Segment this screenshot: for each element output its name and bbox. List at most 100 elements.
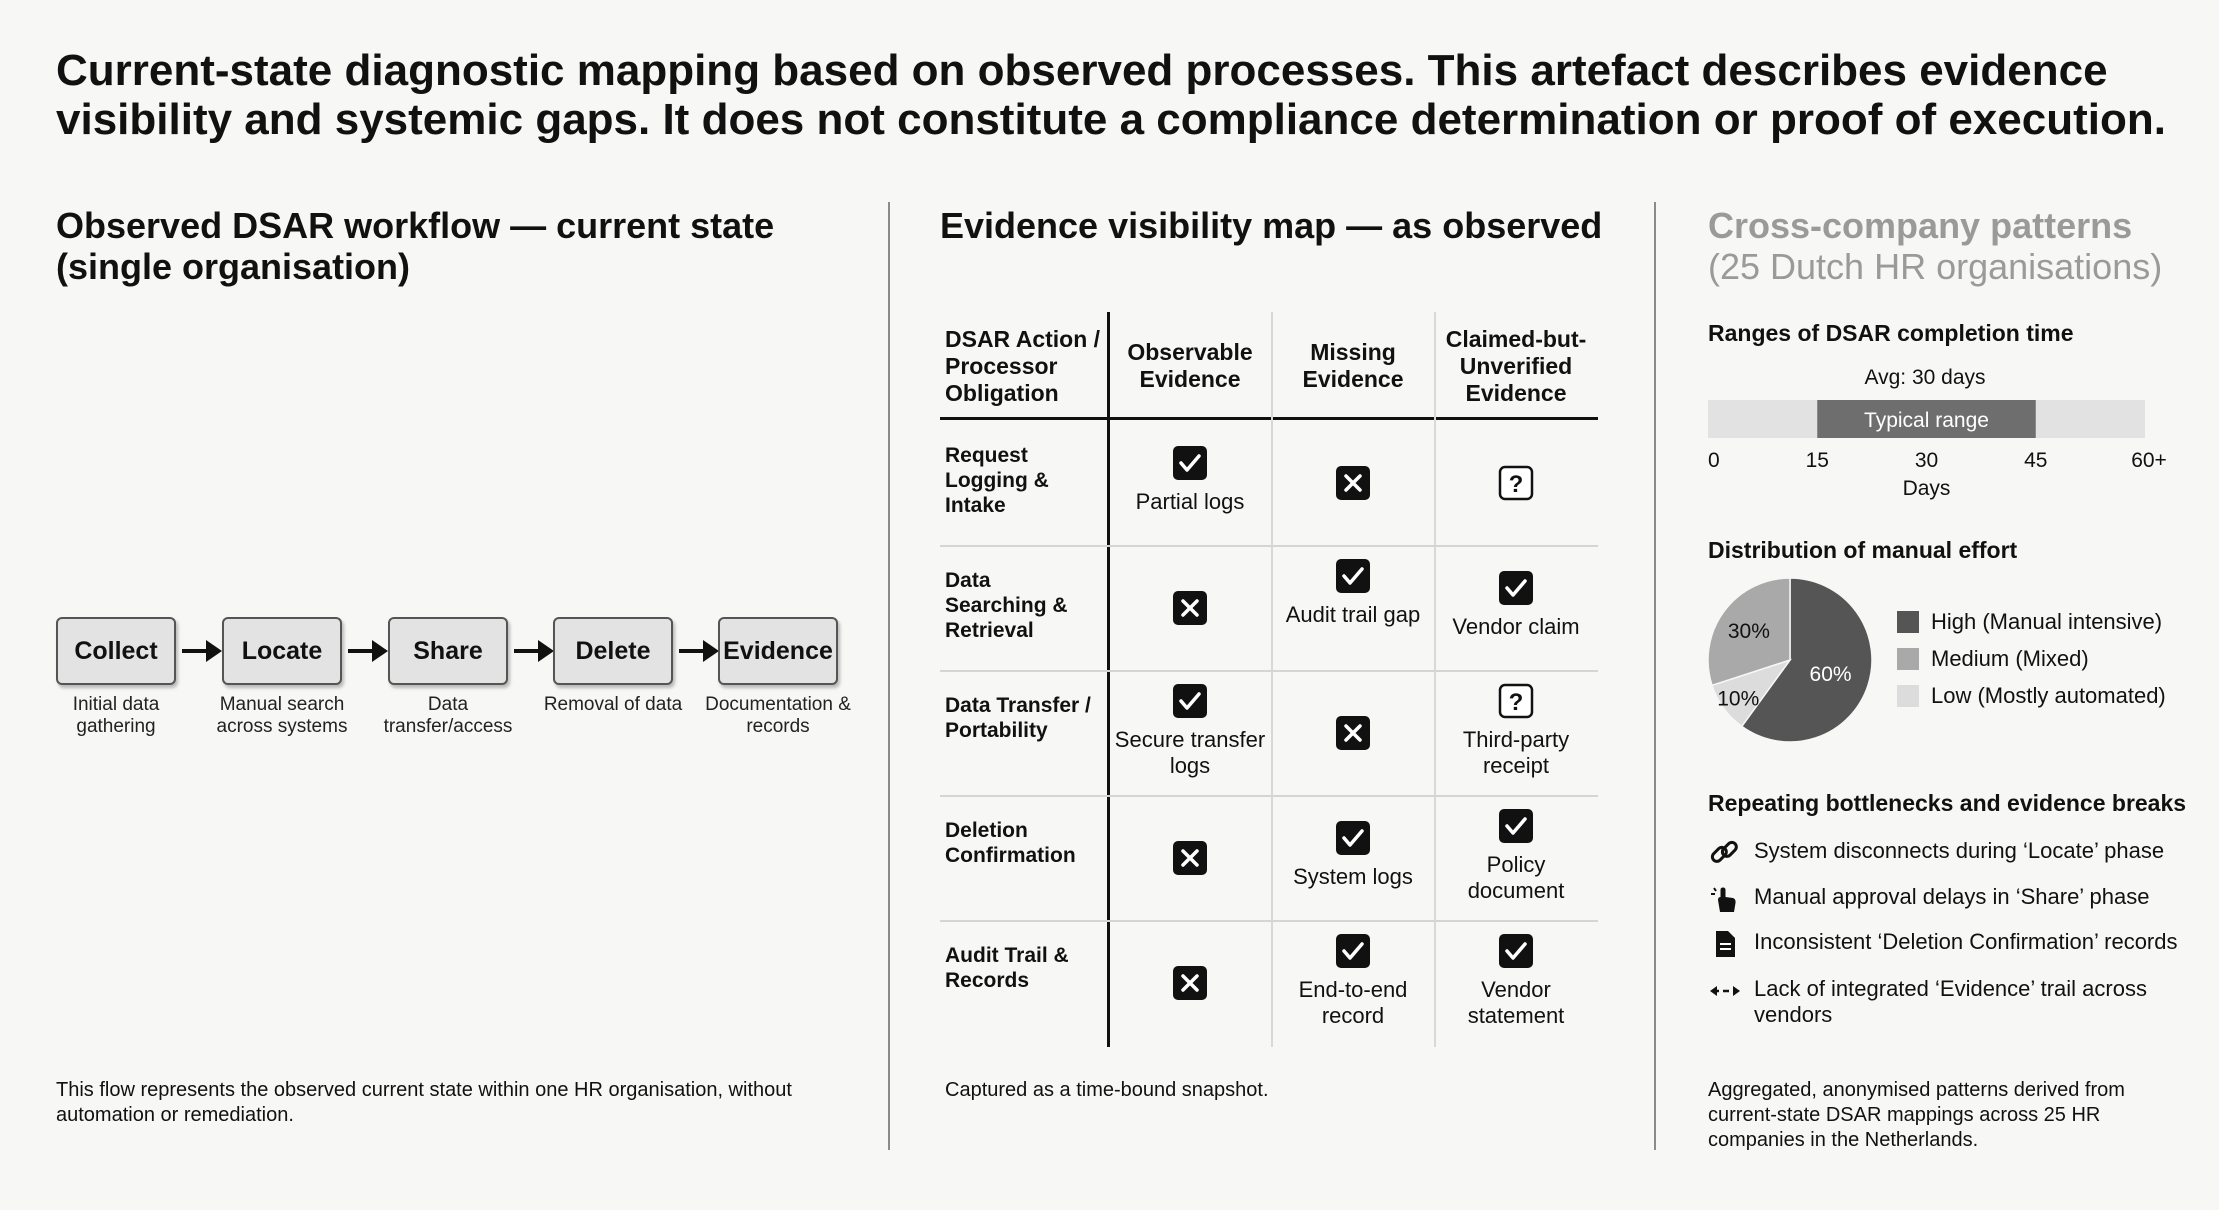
table-row-label: Request Logging & Intake (945, 443, 1049, 517)
legend-item: Low (Mostly automated) (1897, 683, 2166, 709)
completion-heading: Ranges of DSAR completion time (1708, 320, 2074, 346)
check-icon (1173, 683, 1207, 718)
workflow-step-caption: Initial data gathering (72, 694, 160, 737)
question-icon: ? (1498, 683, 1534, 718)
effort-pie-chart: 60%10%30% (1707, 577, 1873, 743)
bottlenecks-heading: Repeating bottlenecks and evidence break… (1708, 790, 2187, 816)
workflow-title: Observed DSAR workflow — current state (… (56, 205, 775, 287)
table-cell-text: System logs (1293, 863, 1413, 889)
typical-range-label: Typical range (1864, 409, 1989, 432)
check-icon (1336, 933, 1370, 968)
table-row-label: Audit Trail & Records (945, 943, 1069, 992)
workflow-arrow-icon (514, 640, 554, 662)
workflow-step-box: Evidence (718, 617, 838, 685)
bottleneck-item: Inconsistent ‘Deletion Confirmation’ rec… (1708, 929, 2178, 959)
legend-item: High (Manual intensive) (1897, 609, 2162, 635)
check-icon (1336, 558, 1370, 593)
headline: Current-state diagnostic mapping based o… (56, 46, 2166, 144)
legend-item: Medium (Mixed) (1897, 646, 2089, 672)
workflow-arrow-icon (348, 640, 388, 662)
workflow-footnote: This flow represents the observed curren… (56, 1079, 792, 1126)
x-icon (1336, 715, 1370, 750)
bottleneck-text: System disconnects during ‘Locate’ phase (1754, 838, 2165, 863)
pie-slice (1740, 577, 1873, 743)
check-icon (1499, 808, 1533, 843)
table-header-observable: Observable Evidence (1127, 339, 1253, 392)
workflow-arrow-icon (679, 640, 719, 662)
evidence-map-title: Evidence visibility map — as observed (940, 205, 1603, 246)
workflow-step-box: Collect (56, 617, 176, 685)
legend-swatch (1897, 611, 1919, 633)
bottleneck-item: System disconnects during ‘Locate’ phase (1708, 838, 2178, 868)
range-tick-label: 30 (1915, 449, 1938, 472)
table-row-label: Data Searching & Retrieval (945, 568, 1068, 642)
table-row-label: Deletion Confirmation (945, 818, 1076, 867)
table-cell-text: Policy document (1467, 851, 1565, 903)
patterns-subtitle: (25 Dutch HR organisations) (1708, 246, 2163, 287)
workflow-step-caption: Removal of data (543, 694, 683, 715)
pie-slice (1707, 577, 1791, 687)
effort-heading: Distribution of manual effort (1708, 537, 2018, 563)
table-header-action: DSAR Action / Processor Obligation (945, 326, 1101, 406)
legend-swatch (1897, 685, 1919, 707)
legend-label: High (Manual intensive) (1931, 609, 2163, 634)
table-cell-text: End-to-end record (1298, 976, 1408, 1028)
pie-value-label: 60% (1810, 663, 1852, 686)
table-row-rule (940, 670, 1598, 672)
workflow-step-caption: Data transfer/access (383, 694, 513, 737)
table-cell-text: Third-party receipt (1462, 726, 1570, 778)
table-row-rule (940, 920, 1598, 922)
workflow-step-box: Delete (553, 617, 673, 685)
x-icon (1173, 965, 1207, 1000)
range-tick-label: 0 (1708, 449, 1720, 472)
table-row-rule (940, 795, 1598, 797)
document-icon (1716, 931, 1735, 957)
range-tick-label: 15 (1806, 449, 1829, 472)
x-icon (1173, 590, 1207, 625)
link-icon (1710, 840, 1738, 863)
table-cell-text: Vendor claim (1452, 613, 1580, 639)
hand-pointer-icon (1711, 887, 1736, 912)
table-cell-text: Secure transfer logs (1114, 726, 1266, 778)
table-header-missing: Missing Evidence (1302, 339, 1404, 392)
workflow-arrow-icon (182, 640, 222, 662)
typical-range-bar (1817, 400, 2036, 438)
evidence-map-footnote: Captured as a time-bound snapshot. (945, 1079, 1269, 1101)
check-icon (1499, 570, 1533, 605)
x-icon (1336, 465, 1370, 500)
completion-avg-label: Avg: 30 days (1864, 366, 1986, 389)
table-cell-text: Audit trail gap (1285, 601, 1421, 627)
pie-value-label: 10% (1717, 688, 1759, 711)
question-icon: ? (1498, 465, 1534, 500)
bottleneck-text: Inconsistent ‘Deletion Confirmation’ rec… (1754, 929, 2178, 954)
table-header-claimed: Claimed-but-Unverified Evidence (1445, 326, 1587, 406)
legend-swatch (1897, 648, 1919, 670)
table-column-rule (1271, 312, 1273, 1047)
patterns-title: Cross-company patterns (25 Dutch HR orga… (1708, 205, 2188, 287)
table-cell-text: Partial logs (1135, 488, 1245, 514)
bottleneck-text: Lack of integrated ‘Evidence’ trail acro… (1754, 976, 2147, 1027)
range-axis-label: Days (1903, 477, 1951, 500)
patterns-footnote: Aggregated, anonymised patterns derived … (1708, 1079, 2125, 1151)
check-icon (1336, 820, 1370, 855)
workflow-step-caption: Manual search across systems (216, 694, 348, 737)
table-column-rule (1434, 312, 1436, 1047)
x-icon (1173, 840, 1207, 875)
legend-label: Low (Mostly automated) (1931, 683, 2166, 708)
check-icon (1173, 445, 1207, 480)
bottleneck-item: Manual approval delays in ‘Share’ phase (1708, 884, 2178, 914)
range-tick-label: 60+ (2131, 449, 2167, 472)
table-row-label: Data Transfer / Portability (945, 693, 1091, 742)
check-icon (1499, 933, 1533, 968)
svg-text:?: ? (1509, 689, 1524, 716)
table-cell-text: Vendor statement (1467, 976, 1565, 1028)
table-label-rule (1107, 312, 1110, 1047)
workflow-step-box: Share (388, 617, 508, 685)
table-header-rule (940, 417, 1598, 420)
workflow-step-caption: Documentation & records (705, 694, 851, 737)
svg-text:?: ? (1509, 471, 1524, 498)
workflow-step-box: Locate (222, 617, 342, 685)
double-arrow-icon (1710, 986, 1740, 996)
divider-left (888, 202, 890, 1150)
